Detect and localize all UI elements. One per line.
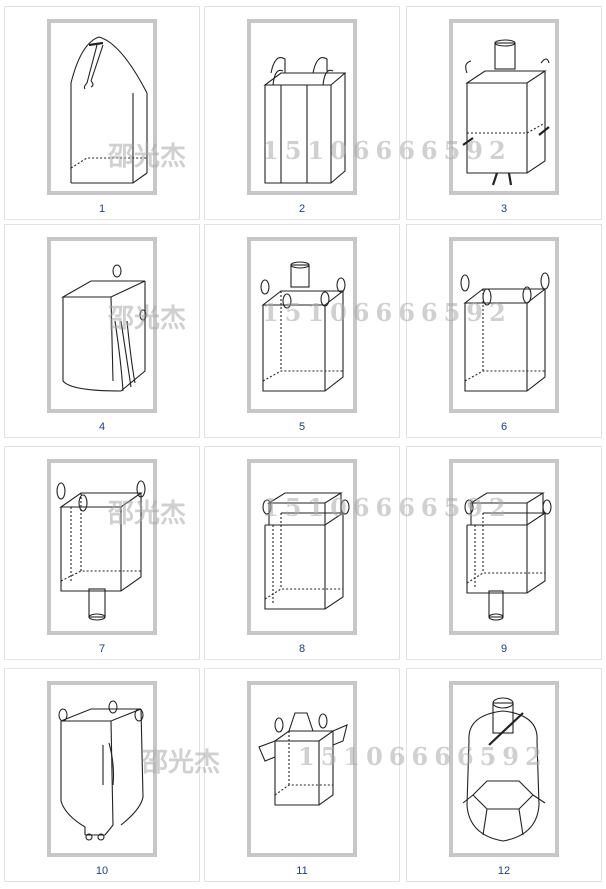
grid-item-7[interactable]: 7 [4,446,200,660]
open-loop-bag-icon [460,272,550,392]
item-number: 11 [296,865,308,877]
bag-image-11 [247,681,357,857]
grid-item-6[interactable]: 6 [406,224,602,438]
item-number: 2 [298,203,306,215]
item-number: 8 [298,643,306,655]
bag-image-1 [47,19,157,195]
open-top-bag-icon [263,57,347,184]
bag-image-4 [47,237,157,413]
bag-image-12 [449,681,559,857]
item-number: 5 [298,421,306,433]
skirt-top-bag-icon [262,492,350,610]
grid-item-3[interactable]: 3 [406,6,602,220]
conical-bottom-bag-icon [58,700,144,841]
grid-item-12[interactable]: 12 [406,668,602,882]
grid-item-11[interactable]: 11 [204,668,400,882]
product-grid: 1 2 3 [4,6,604,886]
item-number: 4 [98,421,106,433]
item-number: 9 [500,643,508,655]
item-number: 10 [95,865,109,877]
item-number: 6 [500,421,508,433]
circular-sling-bag-icon [462,697,546,842]
item-number: 3 [500,203,508,215]
skirt-spout-bag-icon [464,492,552,621]
grid-item-1[interactable]: 1 [4,6,200,220]
bag-image-3 [449,19,559,195]
grid-item-8[interactable]: 8 [204,446,400,660]
bag-image-9 [449,459,559,635]
bag-image-6 [449,237,559,413]
item-number: 12 [497,865,511,877]
item-number: 7 [98,643,106,655]
bag-image-5 [247,237,357,413]
bag-image-2 [247,19,357,195]
grid-item-10[interactable]: 10 [4,668,200,882]
grid-item-5[interactable]: 5 [204,224,400,438]
flap-top-bag-icon [258,712,348,806]
item-number: 1 [98,203,106,215]
bottom-spout-bag-icon [56,480,146,621]
grid-item-2[interactable]: 2 [204,6,400,220]
spout-top-bag-icon [462,39,550,186]
duffle-top-bag-icon [70,36,148,184]
sling-bag-icon [60,264,147,392]
grid-item-9[interactable]: 9 [406,446,602,660]
bag-image-7 [47,459,157,635]
spout-loop-bag-icon [260,261,346,392]
grid-item-4[interactable]: 4 [4,224,200,438]
bag-image-10 [47,681,157,857]
bag-image-8 [247,459,357,635]
